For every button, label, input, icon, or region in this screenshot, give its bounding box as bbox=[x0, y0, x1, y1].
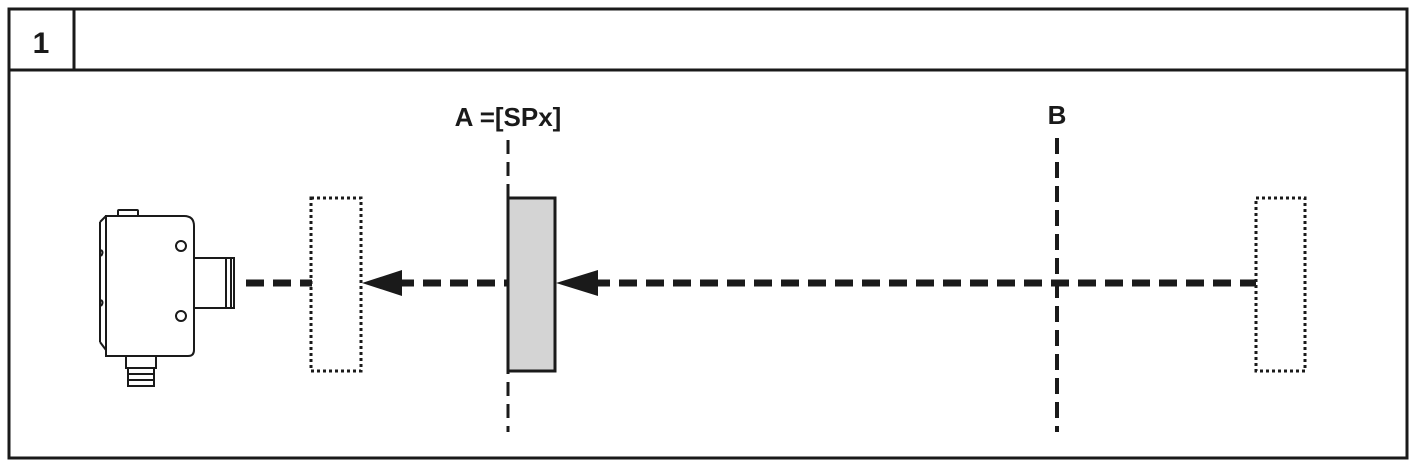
step-number: 1 bbox=[33, 27, 50, 60]
label-a-setpoint: A =[SPx] bbox=[455, 102, 562, 132]
outer-frame bbox=[7, 7, 1409, 460]
photoelectric-sensor-icon bbox=[99, 209, 235, 387]
arrow-head-near-icon bbox=[362, 270, 402, 296]
far-virtual-target bbox=[1254, 196, 1307, 373]
target-object-a bbox=[506, 196, 557, 373]
label-b: B bbox=[1048, 100, 1067, 130]
arrow-head-a-icon bbox=[556, 270, 598, 296]
near-virtual-target bbox=[309, 196, 363, 373]
